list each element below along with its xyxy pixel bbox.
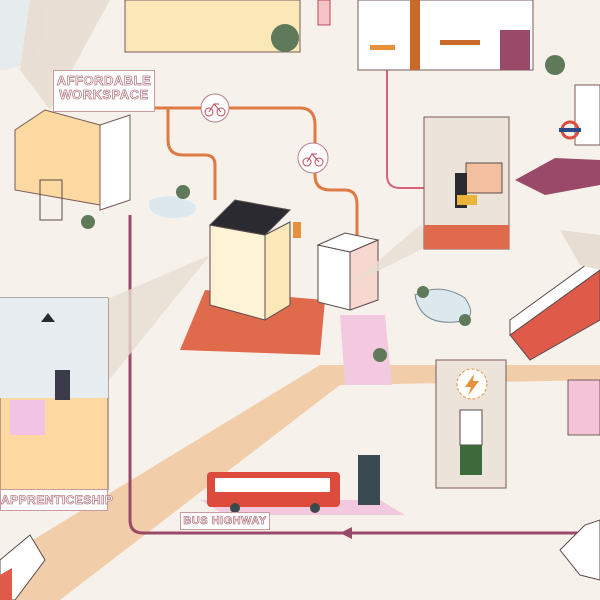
affordable-workspace-building	[14, 109, 101, 206]
bus-stop	[358, 455, 380, 505]
bus-highway-label: BUS HIGHWAY	[180, 512, 270, 530]
gardening-panel	[124, 0, 301, 53]
affordable-workspace-label: AFFORDABLE WORKSPACE	[53, 70, 155, 112]
arrow-left-icon	[340, 527, 352, 539]
car	[559, 519, 600, 581]
bicycle-icon	[200, 93, 230, 123]
underground-roundel-icon	[559, 120, 581, 140]
pond	[414, 288, 472, 323]
cycle-route	[155, 106, 359, 240]
cycle-route-2	[166, 108, 217, 200]
main-road	[0, 365, 600, 600]
central-building	[209, 224, 266, 321]
small-building	[317, 244, 351, 311]
transit-route-line	[128, 215, 600, 535]
apprenticeship-label: APPRENTICESHIP	[0, 489, 113, 511]
bicycle-icon	[297, 142, 329, 174]
lightning-icon	[456, 368, 488, 400]
pink-route	[386, 60, 440, 189]
